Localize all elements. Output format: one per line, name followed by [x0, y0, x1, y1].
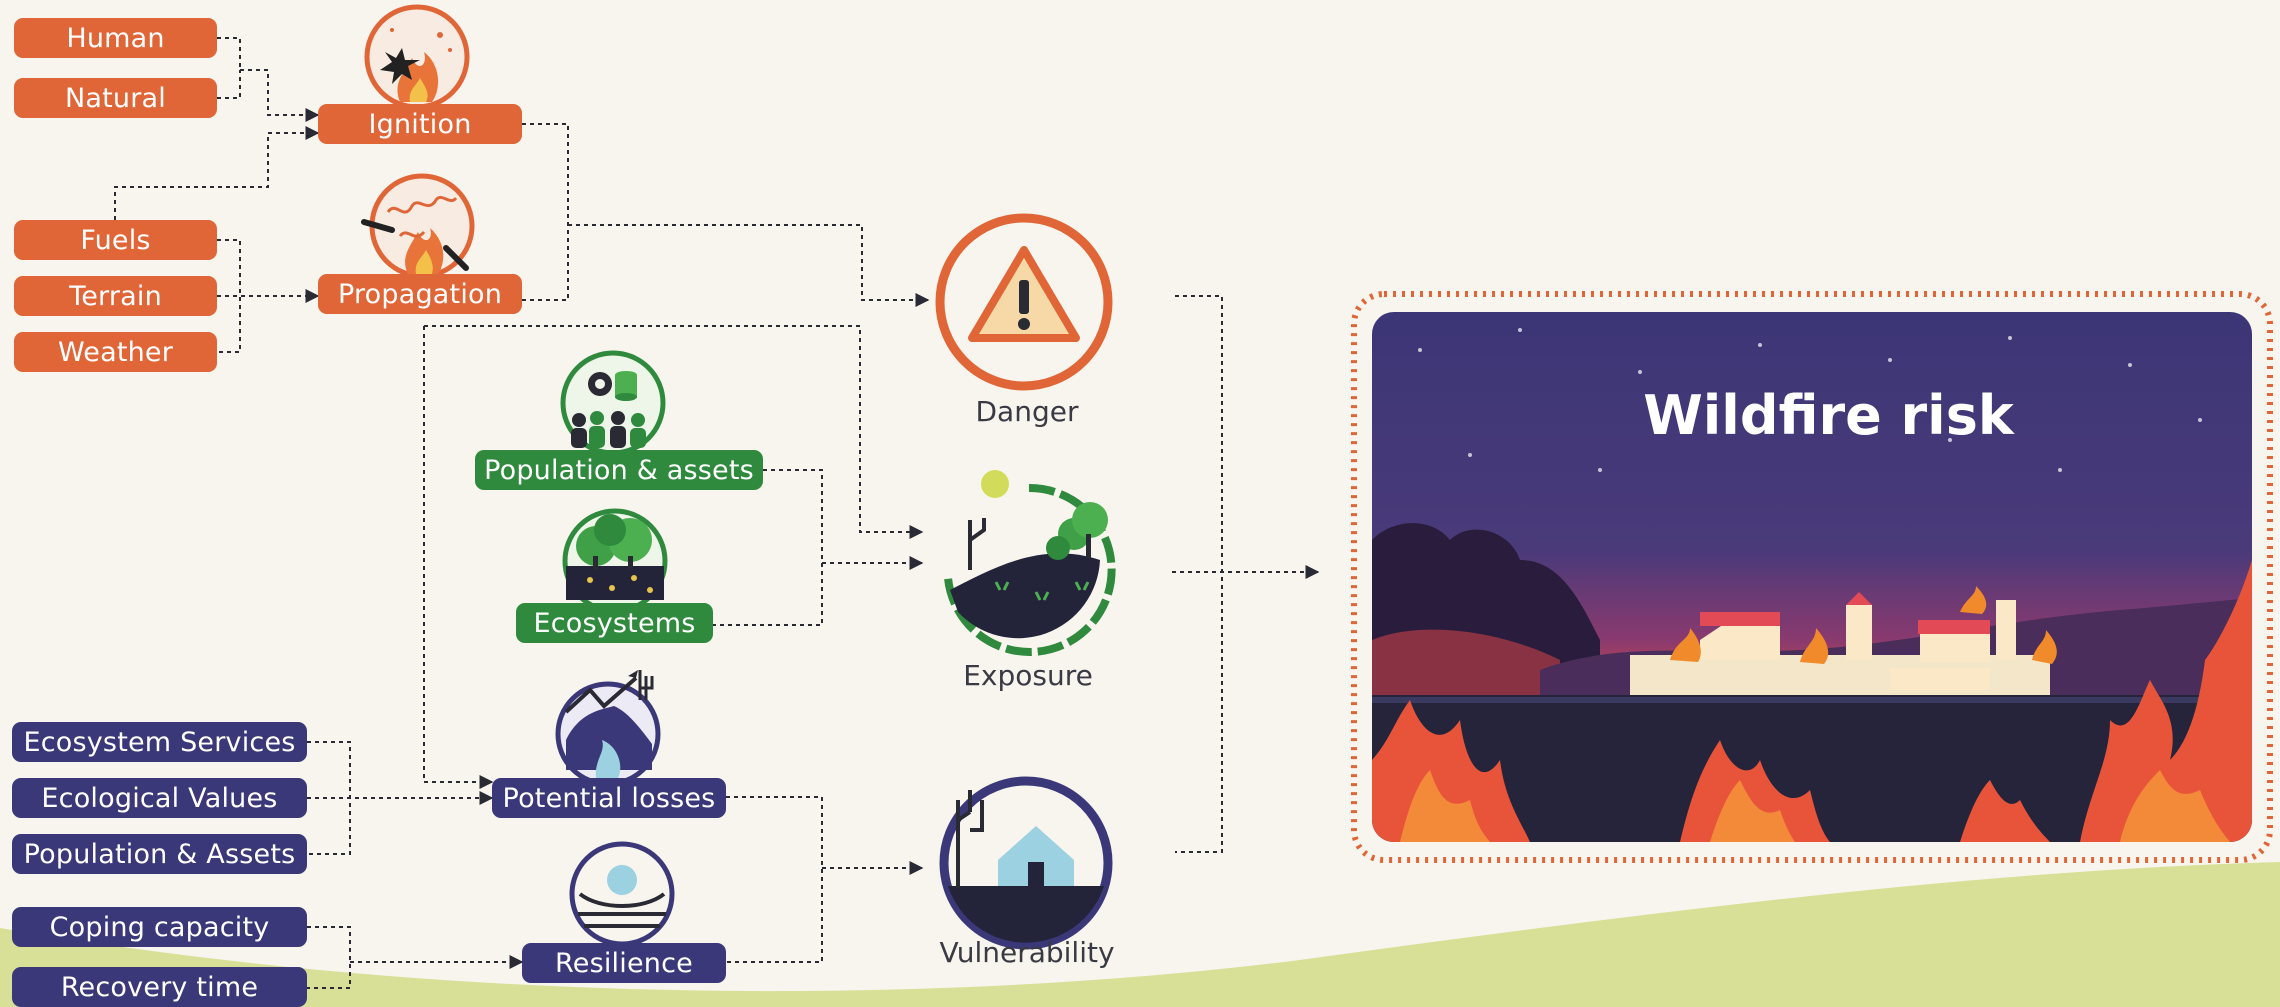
input-recovery-time: Recovery time	[12, 967, 307, 1007]
ecosystems-icon	[562, 508, 668, 614]
input-natural: Natural	[14, 78, 217, 118]
label-exposure: Exposure	[963, 659, 1093, 692]
input-coping-capacity: Coping capacity	[12, 907, 307, 947]
node-potential-losses: Potential losses	[492, 778, 726, 818]
input-terrain: Terrain	[14, 276, 217, 316]
node-resilience: Resilience	[522, 943, 726, 983]
input-fuels: Fuels	[14, 220, 217, 260]
exposure-landscape-icon	[944, 470, 1116, 656]
node-population-assets: Population & assets	[475, 450, 763, 490]
input-population-assets: Population & Assets	[12, 834, 307, 874]
risk-title: Wildfire risk	[1643, 384, 2014, 447]
burning-village	[1630, 586, 2057, 695]
label-vulnerability: Vulnerability	[939, 936, 1115, 969]
node-propagation: Propagation	[318, 274, 522, 314]
node-ecosystems: Ecosystems	[516, 603, 713, 643]
fire-ignition-icon	[364, 4, 470, 110]
input-weather: Weather	[14, 332, 217, 372]
vulnerability-house-icon	[939, 776, 1113, 950]
node-ignition: Ignition	[318, 104, 522, 144]
input-ecosystem-services: Ecosystem Services	[12, 722, 307, 762]
input-ecological-values: Ecological Values	[12, 778, 307, 818]
input-human: Human	[14, 18, 217, 58]
label-danger: Danger	[975, 395, 1079, 428]
warning-triangle-icon	[935, 213, 1113, 391]
resilience-icon	[569, 841, 675, 947]
